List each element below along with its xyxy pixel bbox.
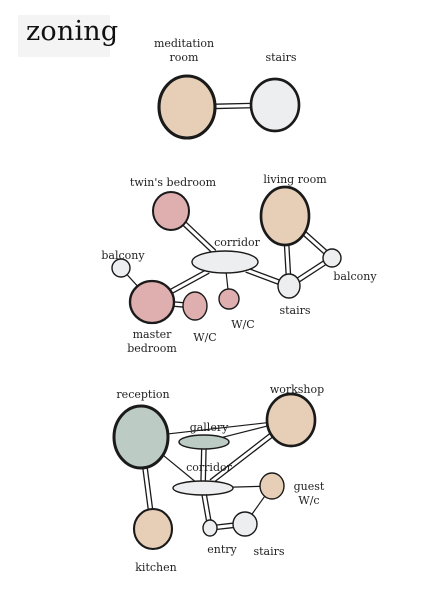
room-label-bottom-guest-wc: W/c xyxy=(298,494,319,507)
room-label-middle-master-bedroom: master xyxy=(133,328,173,341)
room-label-bottom-reception: reception xyxy=(116,388,169,401)
room-label-bottom-workshop: workshop xyxy=(270,383,324,396)
connection-middle-twins-bedroom-corridor xyxy=(182,221,217,254)
room-label-top-meditation: room xyxy=(170,51,200,64)
connection-bottom-corridor-workshop xyxy=(209,432,274,484)
room-label-top-meditation: meditation xyxy=(154,37,214,50)
room-label-bottom-entry: entry xyxy=(207,543,237,556)
connection-bottom-corridor-entry xyxy=(201,493,212,522)
connection-middle-living-room-stairs xyxy=(283,244,292,275)
room-top-stairs xyxy=(249,77,301,133)
room-middle-living-room xyxy=(259,185,311,247)
room-label-bottom-corridor: corridor xyxy=(186,461,232,474)
connection-middle-corridor-wc-2 xyxy=(225,272,229,290)
room-label-middle-balcony-right: balcony xyxy=(333,270,377,283)
connection-top-meditation-stairs xyxy=(214,102,252,110)
room-bottom-corridor xyxy=(172,480,234,496)
connection-bottom-stairs-guest-wc xyxy=(251,495,266,515)
room-bottom-stairs xyxy=(232,511,258,537)
room-label-middle-master-bedroom: bedroom xyxy=(127,342,177,355)
room-middle-master-bedroom xyxy=(128,279,176,325)
connection-bottom-reception-kitchen xyxy=(142,466,154,511)
room-label-middle-stairs: stairs xyxy=(279,304,310,317)
connection-bottom-corridor-guest-wc xyxy=(232,485,261,488)
room-bottom-gallery xyxy=(178,434,230,450)
connection-middle-balcony-left-master-bedroom xyxy=(126,274,139,287)
connection-middle-balcony-right-stairs xyxy=(296,260,327,283)
connection-bottom-reception-workshop xyxy=(167,422,268,435)
room-middle-corridor xyxy=(191,250,259,274)
connection-middle-corridor-stairs xyxy=(245,267,281,285)
room-label-middle-corridor: corridor xyxy=(214,236,260,249)
room-label-middle-wc-1: W/C xyxy=(193,331,216,344)
connection-bottom-gallery-workshop xyxy=(221,425,269,438)
connection-middle-corridor-master-bedroom xyxy=(169,268,210,295)
room-middle-wc-1 xyxy=(182,291,208,321)
rooms-layer xyxy=(111,74,342,551)
room-middle-wc-2 xyxy=(218,288,240,310)
room-middle-balcony-right xyxy=(322,248,342,268)
connection-middle-wc-1-master-bedroom xyxy=(173,301,184,308)
connection-bottom-entry-stairs xyxy=(216,522,234,531)
room-label-top-stairs: stairs xyxy=(265,51,296,64)
room-label-bottom-stairs: stairs xyxy=(253,545,284,558)
room-bottom-guest-wc xyxy=(259,472,285,500)
room-middle-stairs xyxy=(277,273,301,299)
room-label-middle-living-room: living room xyxy=(263,173,327,186)
connection-bottom-gallery-corridor xyxy=(200,448,207,482)
room-label-bottom-gallery: gallery xyxy=(190,421,229,434)
title-box xyxy=(18,15,110,57)
room-label-bottom-guest-wc: guest xyxy=(294,480,325,493)
room-label-middle-twins-bedroom: twin's bedroom xyxy=(130,176,217,189)
room-bottom-entry xyxy=(202,519,218,537)
page-title: zoning xyxy=(26,16,119,47)
room-bottom-kitchen xyxy=(132,507,174,551)
room-label-middle-wc-2: W/C xyxy=(231,318,254,331)
room-label-middle-balcony-left: balcony xyxy=(101,249,145,262)
room-top-meditation xyxy=(157,74,217,140)
room-middle-twins-bedroom xyxy=(152,191,190,231)
room-middle-balcony-left xyxy=(111,258,131,278)
room-label-bottom-kitchen: kitchen xyxy=(135,561,176,574)
connection-bottom-reception-corridor xyxy=(162,454,196,482)
connections-layer xyxy=(126,102,328,531)
room-bottom-reception xyxy=(112,404,170,470)
room-bottom-workshop xyxy=(265,392,317,448)
connection-middle-living-room-balcony-right xyxy=(302,230,328,255)
